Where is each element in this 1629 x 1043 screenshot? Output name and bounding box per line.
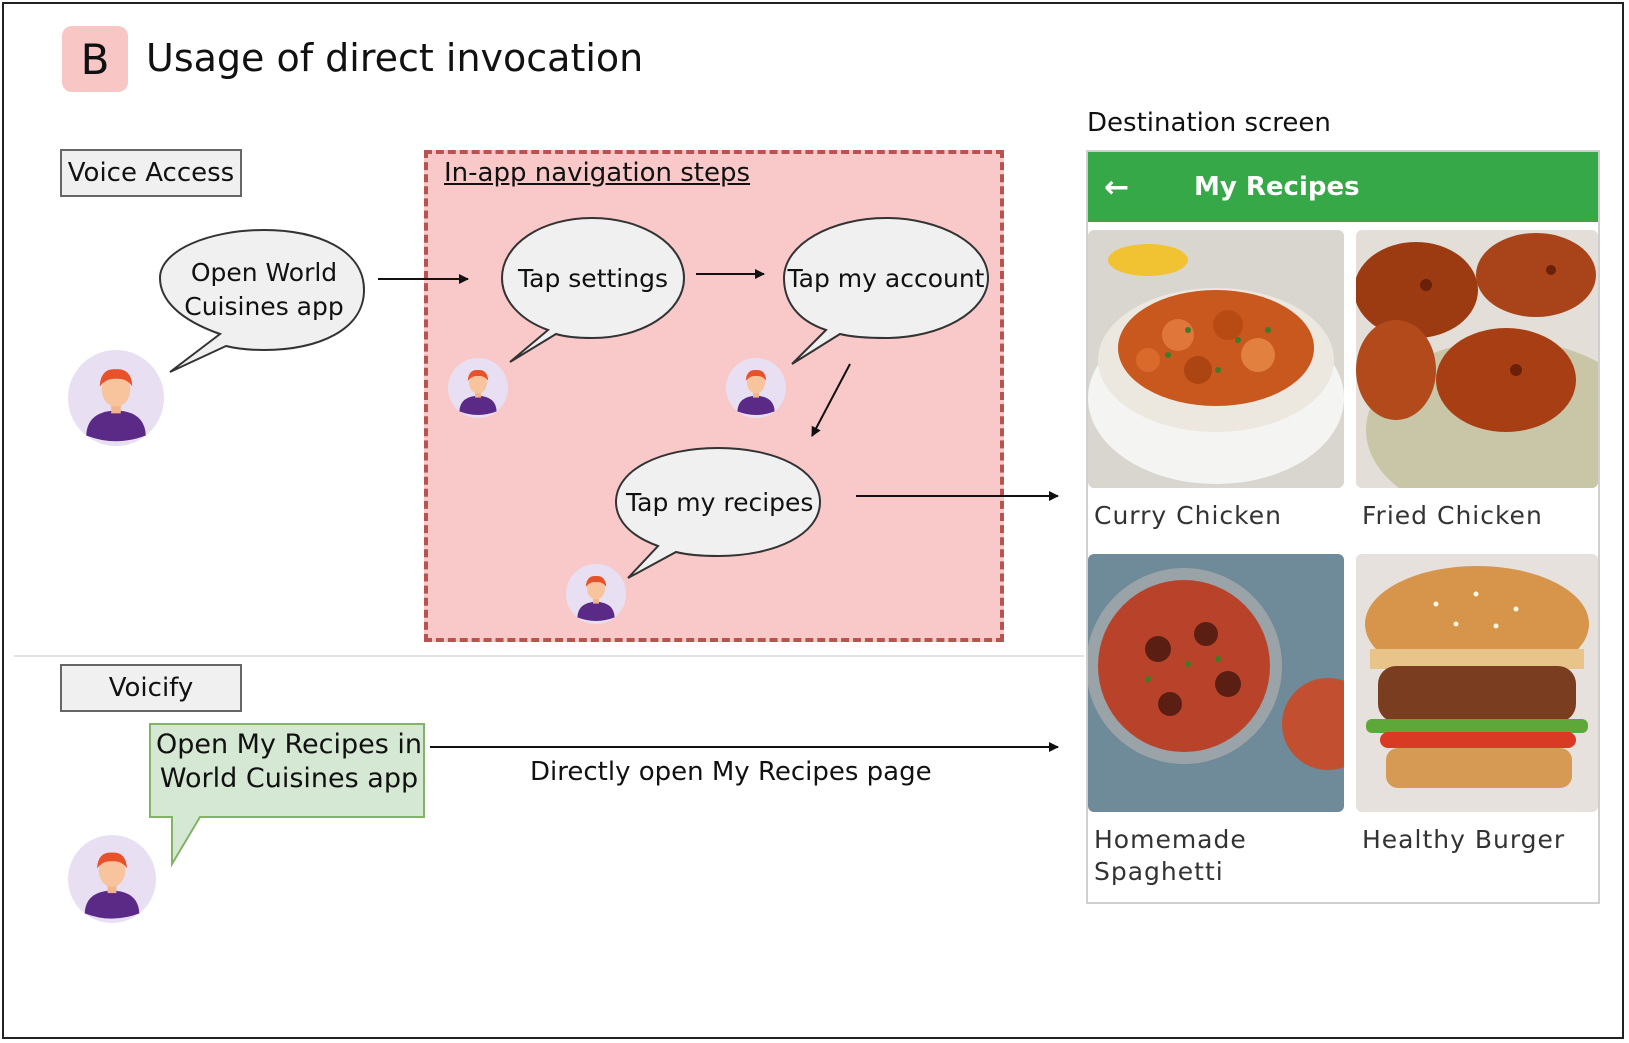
navigation-title: In-app navigation steps xyxy=(444,158,751,188)
voice-access-label: Voice Access xyxy=(60,149,242,197)
panel-badge: B xyxy=(62,26,128,92)
recipe-title: Homemade Spaghetti xyxy=(1094,825,1247,886)
fried-chicken-image xyxy=(1356,230,1598,488)
recipe-card[interactable]: Healthy Burger xyxy=(1356,554,1598,856)
recipe-title: Healthy Burger xyxy=(1362,825,1566,854)
direct-open-label: Directly open My Recipes page xyxy=(530,757,932,787)
step-tap-settings: Tap settings xyxy=(518,264,668,293)
section-divider xyxy=(14,655,1084,657)
destination-screen-label: Destination screen xyxy=(1087,108,1331,138)
panel-title: Usage of direct invocation xyxy=(146,36,644,80)
app-bar: ← My Recipes xyxy=(1088,152,1598,222)
step-tap-my-recipes: Tap my recipes xyxy=(626,488,814,517)
recipe-card[interactable]: Homemade Spaghetti xyxy=(1088,554,1344,888)
recipe-card[interactable]: Curry Chicken xyxy=(1088,230,1344,532)
step-tap-my-account: Tap my account xyxy=(787,264,985,293)
curry-chicken-image xyxy=(1088,230,1344,488)
in-app-navigation-area xyxy=(424,150,1004,642)
healthy-burger-image xyxy=(1356,554,1598,812)
destination-phone-screen: ← My Recipes xyxy=(1086,150,1600,904)
recipe-card[interactable]: Fried Chicken xyxy=(1356,230,1598,532)
voice-access-command: Open World Cuisines app xyxy=(184,258,344,321)
arrow-left-icon[interactable]: ← xyxy=(1104,169,1130,205)
recipe-title: Curry Chicken xyxy=(1094,501,1282,530)
recipe-title: Fried Chicken xyxy=(1362,501,1543,530)
homemade-spaghetti-image xyxy=(1088,554,1344,812)
voicify-command: Open My Recipes in World Cuisines app xyxy=(155,729,423,794)
app-bar-title: My Recipes xyxy=(1194,172,1360,202)
voicify-label: Voicify xyxy=(60,664,242,712)
